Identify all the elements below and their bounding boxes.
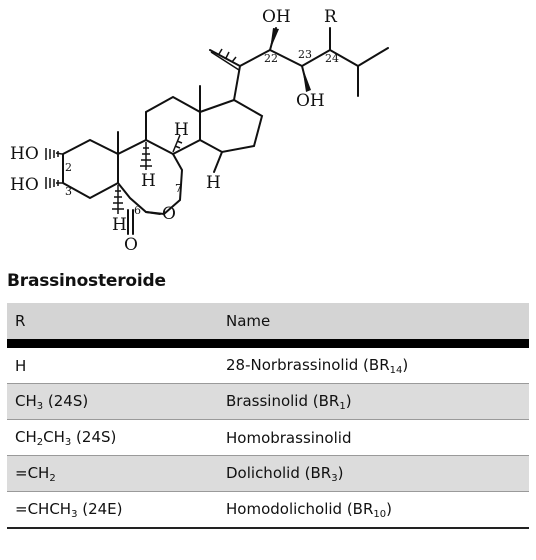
cell-text: Homobrassinolid: [226, 428, 352, 447]
cell-text: CH: [43, 427, 65, 446]
table-row: =CHCH3 (24E)Homodolicholid (BR10): [7, 491, 529, 529]
cell-text: H: [15, 356, 27, 375]
o-label-carbonyl: O: [124, 235, 138, 255]
locant-23: 23: [298, 48, 312, 61]
table-header-row: R Name: [7, 303, 529, 348]
h-label-c5: H: [112, 215, 127, 235]
column-header-name: Name: [218, 303, 529, 348]
cell-text: Brassinolid (BR: [226, 391, 340, 410]
cell-text: ): [337, 463, 344, 482]
cell-text: =CH: [15, 463, 50, 482]
side-chain-bonds: [209, 47, 389, 101]
carbonyl-bond: [127, 209, 134, 235]
hashed-bond-c14-h: [172, 134, 183, 153]
cell-r-substituent: =CHCH3 (24E): [7, 491, 218, 529]
table-row: H 28-Norbrassinolid (BR14): [7, 343, 529, 384]
ho-label-c2: HO: [10, 144, 39, 164]
oh-label-c23: OH: [296, 91, 325, 111]
table-row: CH2CH3 (24S)Homobrassinolid: [7, 419, 529, 456]
cell-text: ): [402, 355, 409, 374]
wedge-bond-c23-oh: [302, 66, 311, 92]
cell-compound-name: Homobrassinolid: [218, 419, 529, 456]
hashed-bond-c20-methyl: [210, 48, 240, 71]
subscript: 3: [331, 472, 338, 484]
cell-r-substituent: H: [7, 343, 218, 384]
locant-24: 24: [325, 52, 339, 65]
locant-6: 6: [134, 204, 141, 217]
cell-r-substituent: CH2CH3 (24S): [7, 419, 218, 456]
cell-text: CH: [15, 391, 37, 410]
subscript: 3: [64, 436, 72, 448]
cell-text: Dolicholid (BR: [226, 463, 332, 482]
h-label-c14: H: [174, 120, 189, 140]
cell-compound-name: 28-Norbrassinolid (BR14): [218, 343, 529, 384]
oh-label-c22: OH: [262, 7, 291, 27]
cell-compound-name: Brassinolid (BR1): [218, 383, 529, 420]
ring-b-lactone-bonds: [117, 138, 184, 216]
ring-d-bonds: [199, 98, 264, 154]
ring-c-bonds: [145, 95, 201, 155]
locant-22: 22: [264, 52, 278, 65]
h-bond-17: [213, 151, 223, 173]
cell-r-substituent: =CH2: [7, 455, 218, 492]
cell-text: CH: [15, 427, 37, 446]
hashed-bond-c5-h: [112, 185, 124, 214]
cell-text: ): [345, 391, 352, 410]
hashed-bond-c3-oh: [45, 177, 62, 189]
hashed-bond-c9-h: [140, 142, 152, 170]
cell-text: 28-Norbrassinolid (BR: [226, 355, 390, 374]
h-label-c17: H: [206, 173, 221, 193]
locant-7: 7: [175, 182, 182, 195]
cell-text: Homodolicholid (BR: [226, 499, 374, 518]
subscript: 10: [373, 508, 387, 520]
cell-text: ): [386, 499, 392, 518]
subscript: 1: [339, 400, 346, 412]
brassinosteroid-structure: OH R OH HO HO H H H H O O 22 23 24 2 3 6…: [10, 7, 389, 255]
cell-text: =CHCH: [15, 499, 72, 518]
r-label-c24: R: [324, 7, 338, 27]
cell-r-substituent: CH3 (24S): [7, 383, 218, 420]
lactone-o-bonds: [145, 211, 161, 215]
hashed-bond-c2-oh: [45, 148, 63, 160]
subscript: 14: [389, 364, 403, 376]
h-label-c9: H: [141, 171, 156, 191]
cell-text: (24S): [71, 427, 117, 446]
cell-text: (24E): [77, 499, 123, 518]
ho-label-c3: HO: [10, 175, 39, 195]
cell-compound-name: Dolicholid (BR3): [218, 455, 529, 492]
cell-text: (24S): [43, 391, 89, 410]
cell-compound-name: Homodolicholid (BR10): [218, 491, 529, 529]
subscript: 2: [49, 472, 56, 484]
locant-3: 3: [65, 185, 72, 198]
figure-caption: Brassinosteroide: [7, 271, 166, 291]
subscript: 3: [71, 508, 78, 520]
subscript: 2: [36, 436, 44, 448]
locant-2: 2: [65, 161, 72, 174]
table-row: CH3 (24S)Brassinolid (BR1): [7, 383, 529, 420]
o-label-lactone: O: [162, 204, 176, 224]
wedge-bond-c22-oh: [270, 28, 279, 50]
column-header-r: R: [7, 303, 218, 348]
subscript: 3: [36, 400, 44, 412]
